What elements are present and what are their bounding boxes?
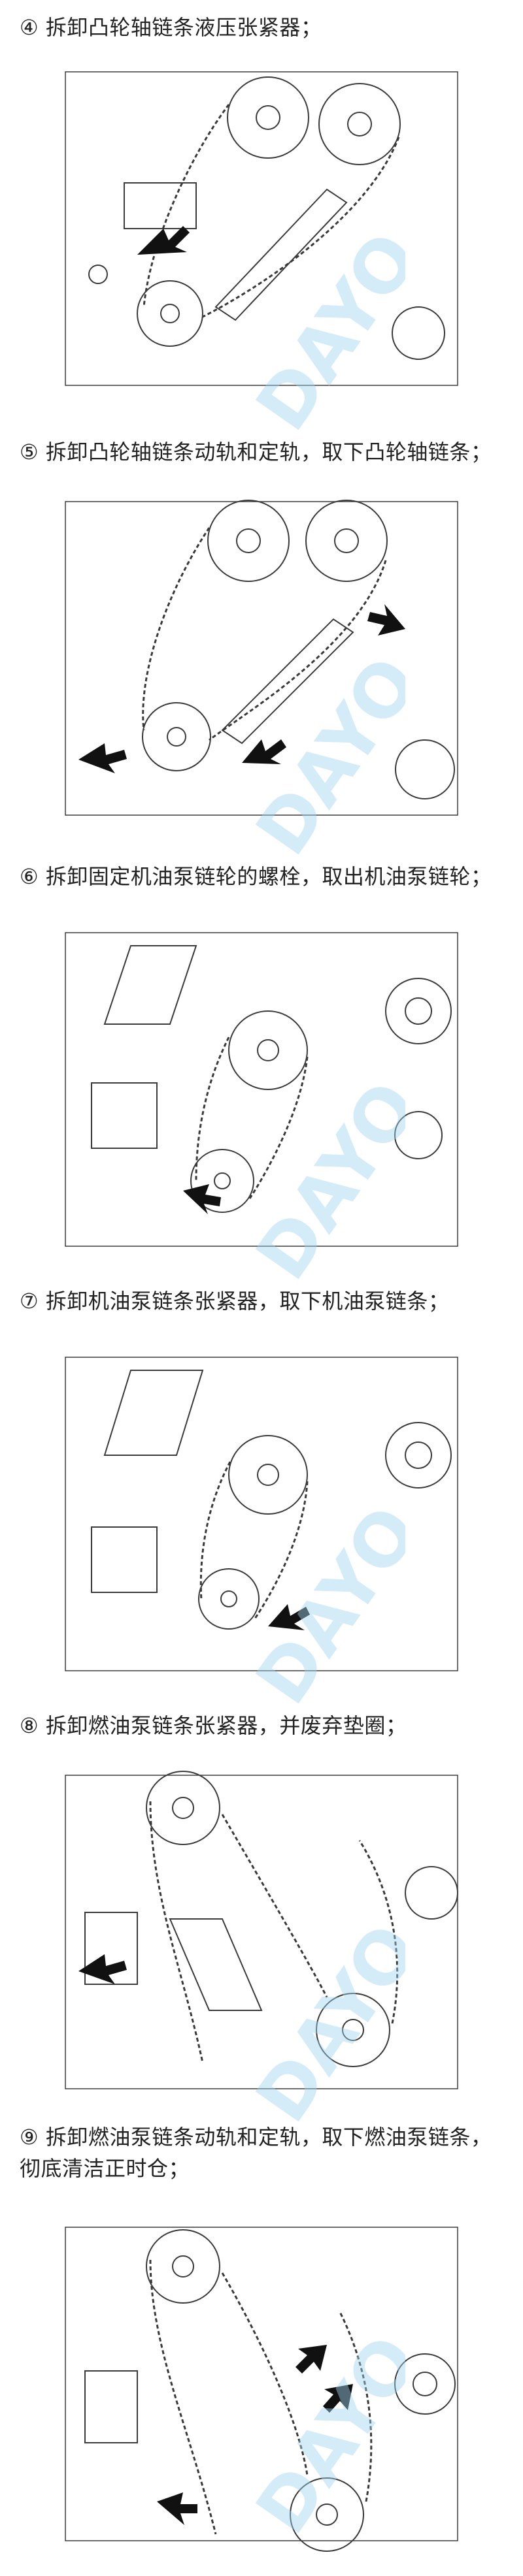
arrow-icon — [242, 739, 286, 764]
engine-timing-diagram-5 — [65, 500, 458, 816]
arrow-icon — [137, 226, 190, 255]
figure-step-5 — [52, 489, 471, 828]
figure-step-7 — [52, 1344, 471, 1684]
engine-timing-diagram-4 — [65, 71, 458, 386]
arrow-icon — [367, 604, 405, 636]
figure-step-9 — [52, 2214, 471, 2554]
arrow-icon — [268, 1604, 310, 1630]
step-6-text: ⑥ 拆卸固定机油泵链轮的螺栓，取出机油泵链轮； — [20, 864, 492, 889]
step-7-text: ⑦ 拆卸机油泵链条张紧器，取下机油泵链条； — [20, 1289, 450, 1313]
arrow-icon — [78, 1954, 127, 1984]
engine-timing-diagram-6 — [65, 932, 458, 1247]
arrow-icon — [78, 743, 127, 773]
step-5-text: ⑤ 拆卸凸轮轴链条动轨和定轨，取下凸轮轴链条； — [20, 440, 492, 464]
figure-step-4 — [52, 59, 471, 398]
engine-timing-diagram-7 — [65, 1357, 458, 1671]
step-8-text: ⑧ 拆卸燃油泵链条张紧器，并废弃垫圈； — [20, 1713, 407, 1738]
figure-step-8 — [52, 1762, 471, 2102]
engine-timing-diagram-8 — [65, 1771, 458, 2089]
engine-timing-diagram-9 — [65, 2227, 458, 2552]
figure-step-6 — [52, 920, 471, 1259]
arrow-icon — [183, 1184, 221, 1214]
arrow-icon — [295, 2345, 327, 2374]
arrow-icon — [157, 2492, 197, 2525]
step-9-text: ⑨ 拆卸燃油泵链条动轨和定轨，取下燃油泵链条，彻底清洁正时仓； — [20, 2125, 492, 2181]
arrow-icon — [323, 2384, 353, 2413]
step-4-text: ④ 拆卸凸轮轴链条液压张紧器； — [20, 15, 322, 40]
